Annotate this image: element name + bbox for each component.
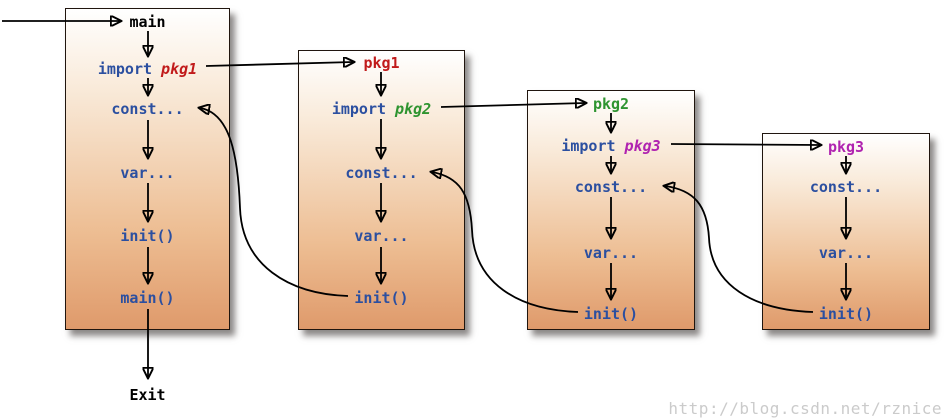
import-keyword: import	[331, 100, 387, 118]
import-keyword: import	[97, 60, 153, 78]
box-pkg1-const: const...	[345, 164, 418, 182]
import-target-pkg2: pkg2	[395, 100, 432, 118]
box-pkg1-var: var...	[354, 227, 409, 245]
box-main-const: const...	[111, 100, 184, 118]
box-pkg2-import-line: import pkg3	[528, 136, 694, 156]
watermark: http://blog.csdn.net/rznice	[668, 399, 942, 418]
box-main-init: init()	[120, 227, 175, 245]
box-main-var: var...	[120, 164, 175, 182]
box-pkg2-title: pkg2	[592, 95, 630, 113]
box-pkg2: pkg2 import pkg3 const... var... init()	[527, 90, 695, 330]
import-keyword: import	[561, 137, 616, 155]
box-pkg3-var: var...	[818, 244, 874, 262]
exit-label: Exit	[129, 386, 166, 404]
box-main: main import pkg1 const... var... init() m…	[65, 8, 230, 330]
box-main-mainfn: main()	[120, 289, 175, 307]
import-target-pkg1: pkg1	[161, 60, 198, 78]
box-pkg3-const: const...	[809, 178, 883, 196]
box-pkg1-import-line: import pkg2	[299, 99, 464, 119]
box-pkg3-title: pkg3	[827, 138, 865, 156]
box-pkg2-var: var...	[583, 244, 639, 262]
box-pkg2-const: const...	[574, 178, 648, 196]
import-target-pkg3: pkg3	[624, 137, 661, 155]
box-main-import-line: import pkg1	[66, 59, 229, 79]
box-main-title: main	[129, 13, 166, 31]
box-pkg3: pkg3 const... var... init()	[762, 133, 930, 330]
box-pkg1-title: pkg1	[363, 54, 400, 72]
box-pkg1-init: init()	[354, 289, 409, 307]
box-pkg1: pkg1 import pkg2 const... var... init()	[298, 50, 465, 330]
box-pkg3-init: init()	[818, 305, 874, 323]
box-pkg2-init: init()	[583, 305, 639, 323]
